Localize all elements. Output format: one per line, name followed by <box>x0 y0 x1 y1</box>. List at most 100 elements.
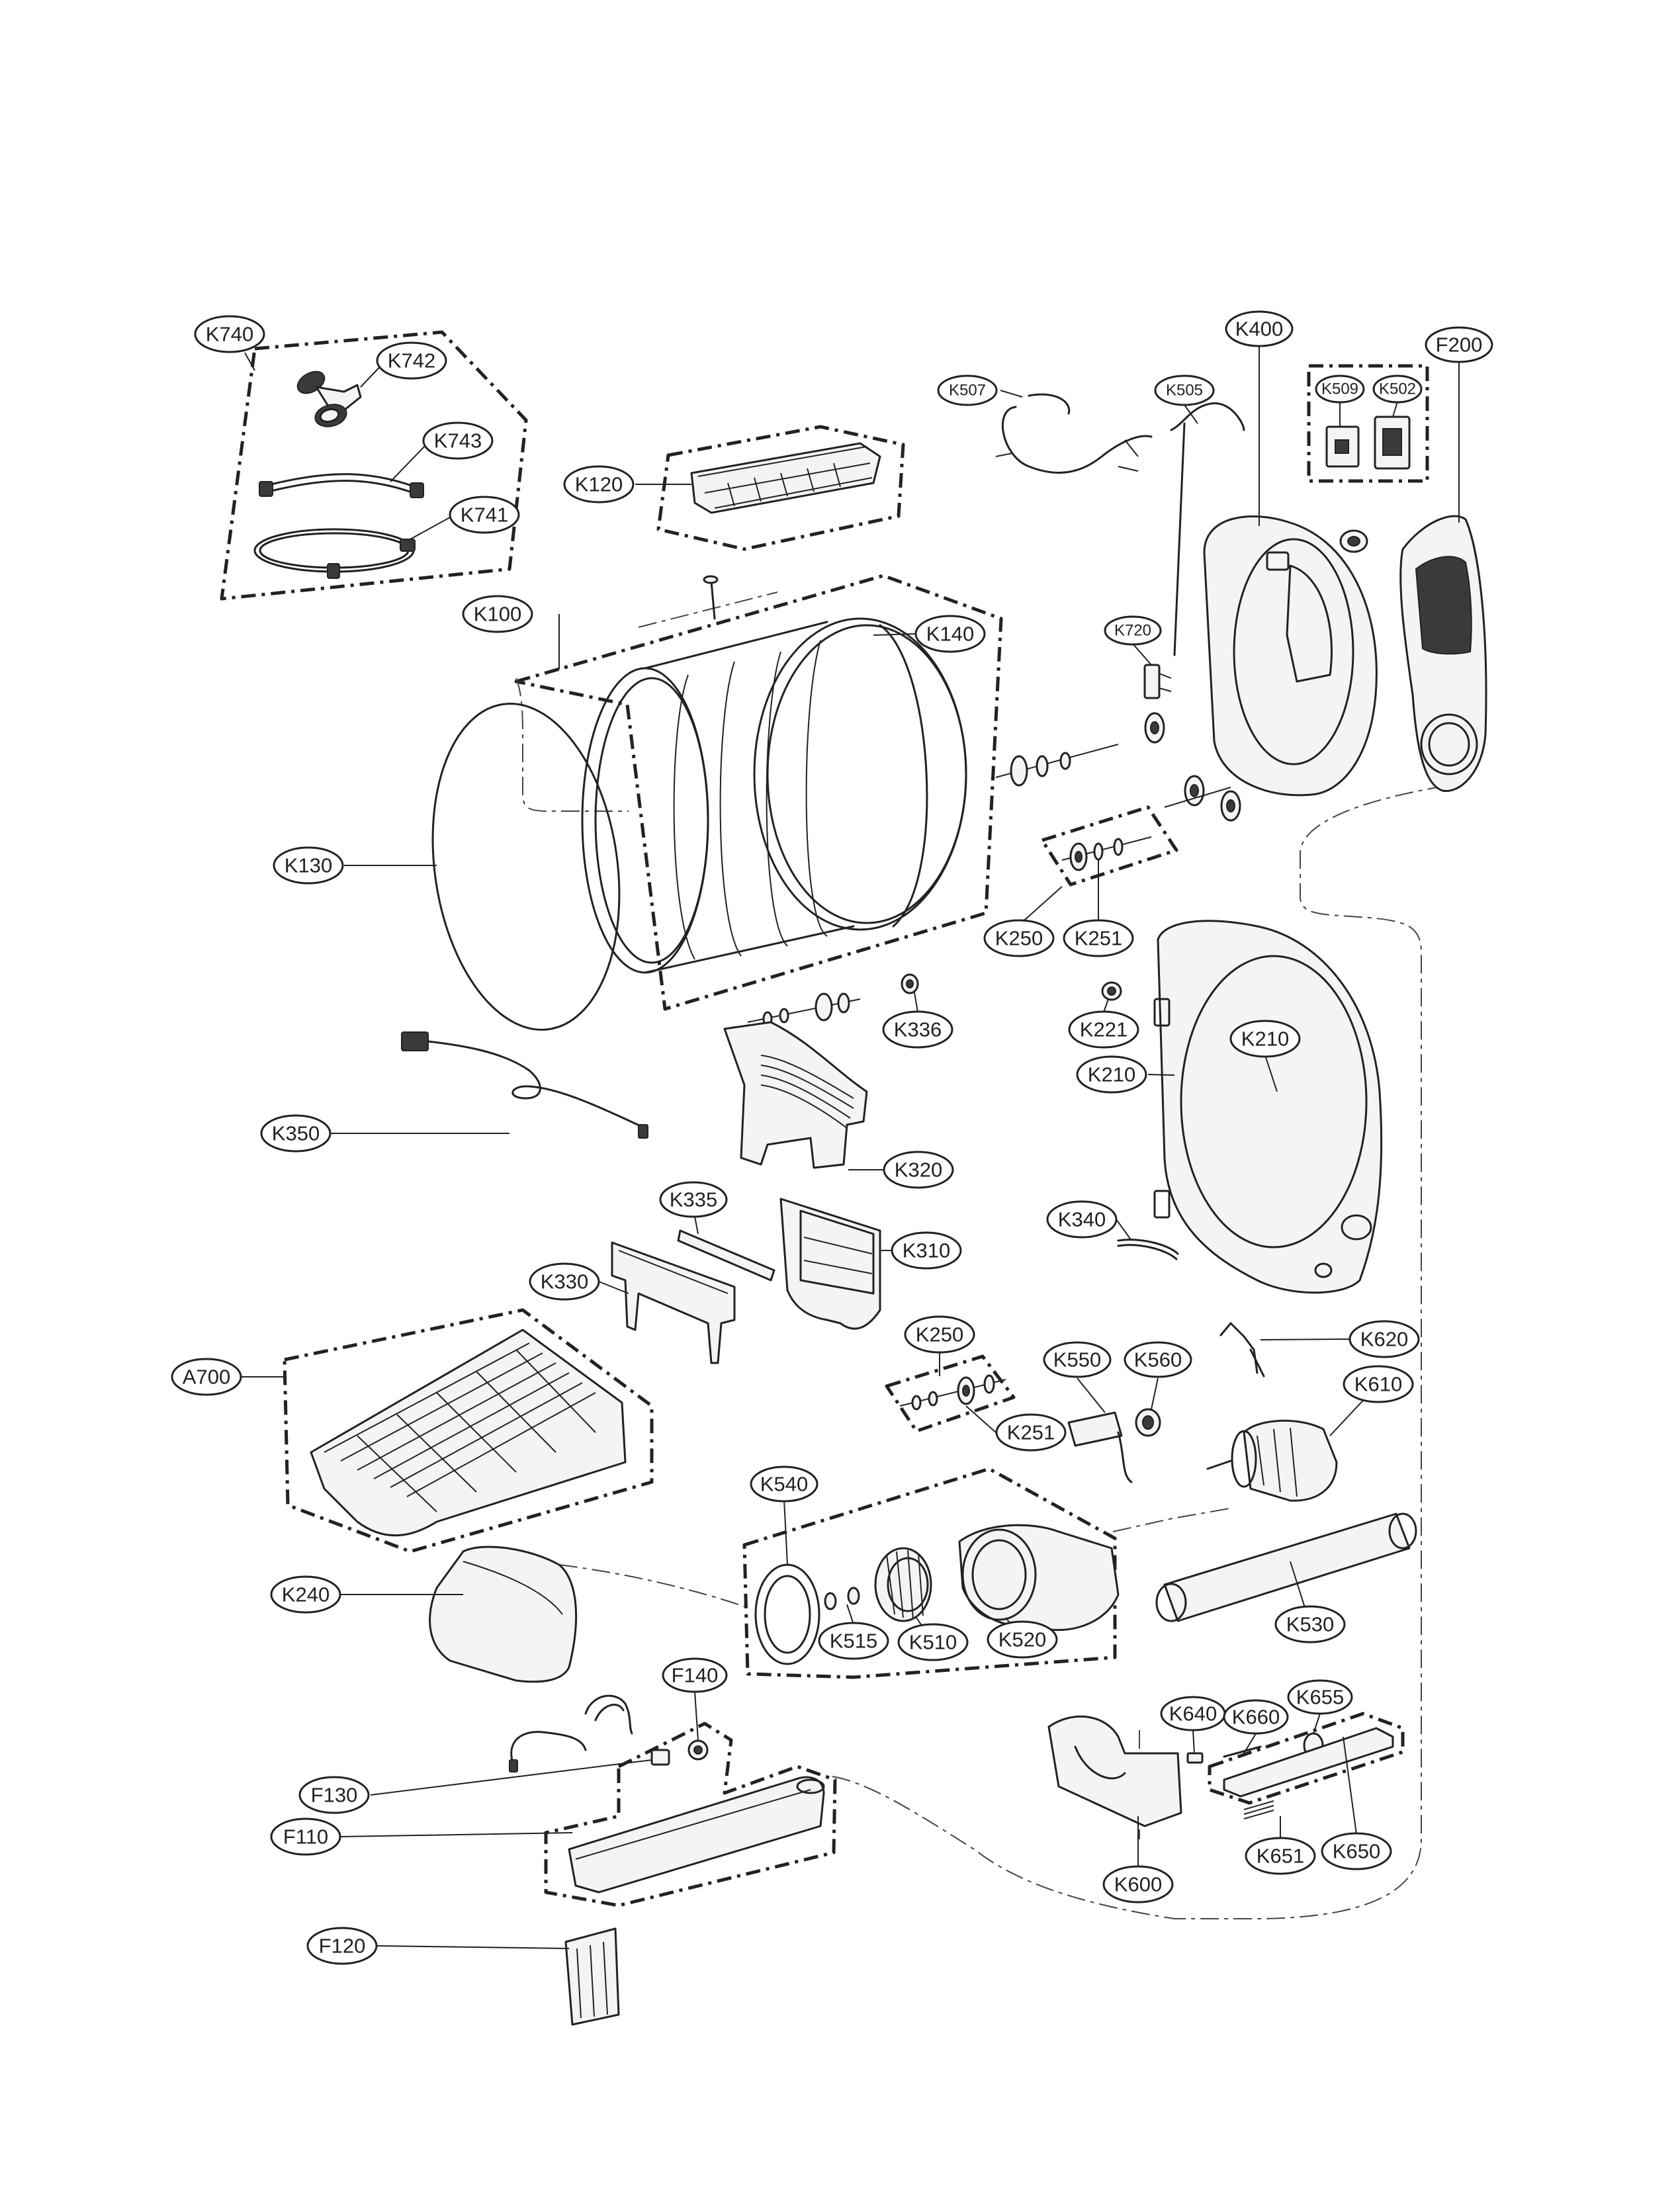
callout-k640: K640 <box>1160 1696 1226 1731</box>
f110-heater-housing-part <box>568 1776 825 1894</box>
svg-text:F120: F120 <box>319 1935 366 1958</box>
svg-text:K530: K530 <box>1286 1613 1334 1636</box>
callout-k550: K550 <box>1043 1341 1112 1378</box>
leader-f140 <box>694 1691 699 1741</box>
f140-thermostat-part <box>650 1739 709 1766</box>
leader-k720 <box>1132 643 1152 666</box>
k743-short-hose-part <box>259 473 424 498</box>
k600-motor-bracket-part <box>1047 1715 1182 1827</box>
svg-text:K660: K660 <box>1232 1706 1280 1729</box>
callout-k330: K330 <box>529 1262 600 1301</box>
callout-k655: K655 <box>1287 1679 1353 1715</box>
drum-rollers-upper-part <box>995 712 1241 822</box>
k509-k502-group-outline <box>1307 364 1429 483</box>
svg-text:F130: F130 <box>311 1784 358 1807</box>
svg-text:K520: K520 <box>998 1628 1046 1651</box>
svg-text:A700: A700 <box>183 1366 230 1389</box>
callout-k250a: K250 <box>983 919 1055 957</box>
callout-k610: K610 <box>1343 1365 1414 1403</box>
k502-board-part <box>1374 416 1411 470</box>
leader-k655 <box>1313 1713 1321 1734</box>
callout-k520: K520 <box>987 1620 1058 1659</box>
svg-text:K310: K310 <box>903 1239 950 1262</box>
callout-a700: A700 <box>171 1358 242 1396</box>
leader-k340 <box>1116 1219 1132 1241</box>
svg-text:K335: K335 <box>670 1188 717 1211</box>
svg-text:F110: F110 <box>283 1825 328 1849</box>
k130-gasket-part <box>431 703 621 1031</box>
callout-k505: K505 <box>1154 374 1215 406</box>
svg-text:K510: K510 <box>909 1631 957 1654</box>
k507-harness-part <box>995 393 1153 474</box>
callout-k130: K130 <box>273 846 344 885</box>
callout-k651: K651 <box>1245 1837 1316 1875</box>
svg-text:K741: K741 <box>461 503 508 527</box>
svg-text:K340: K340 <box>1058 1208 1106 1231</box>
callout-k251b: K251 <box>995 1413 1067 1452</box>
k335-strip-part <box>677 1229 775 1282</box>
svg-text:F140: F140 <box>672 1664 719 1687</box>
k651-element-part <box>1243 1800 1274 1819</box>
k610-motor-routing-line <box>1112 1508 1230 1532</box>
a700-rack-part <box>310 1329 627 1537</box>
svg-text:K720: K720 <box>1114 622 1151 640</box>
callout-k251a: K251 <box>1063 919 1134 957</box>
callout-k540: K540 <box>750 1466 818 1503</box>
callout-k100: K100 <box>462 595 533 633</box>
callout-k120: K120 <box>563 465 635 503</box>
k742-y-connector-part <box>296 371 362 427</box>
callout-k620: K620 <box>1348 1320 1420 1358</box>
svg-text:K640: K640 <box>1169 1702 1217 1726</box>
svg-text:F200: F200 <box>1436 333 1483 357</box>
k741-long-hose-part <box>253 528 416 579</box>
k400-bulkhead-part <box>1203 515 1378 797</box>
svg-text:K210: K210 <box>1241 1028 1289 1051</box>
callout-k335: K335 <box>659 1181 728 1218</box>
leader-f120 <box>376 1945 570 1949</box>
main-routing-line <box>1174 785 1446 1920</box>
svg-text:K600: K600 <box>1114 1873 1162 1896</box>
svg-text:K610: K610 <box>1354 1373 1402 1396</box>
callout-k502: K502 <box>1372 374 1423 404</box>
k340-wire-part <box>1117 1239 1179 1260</box>
hose-kit-group-outline <box>220 330 528 601</box>
svg-text:K350: K350 <box>272 1122 320 1145</box>
k530-duct-part <box>1155 1512 1417 1622</box>
svg-text:K100: K100 <box>474 603 521 626</box>
svg-text:K251: K251 <box>1007 1421 1055 1444</box>
k320-grille-part <box>723 1021 868 1169</box>
callout-k250b: K250 <box>904 1315 975 1354</box>
k505-tube-part <box>1170 402 1245 656</box>
leader-k640 <box>1192 1729 1195 1754</box>
callout-k509: K509 <box>1315 374 1365 404</box>
k210-front-bulkhead-part <box>1153 920 1383 1294</box>
k400-bearing-part <box>1339 529 1368 553</box>
k120-baffle-part <box>690 442 881 514</box>
leader-k221 <box>1103 998 1109 1013</box>
svg-text:K400: K400 <box>1235 318 1283 341</box>
leader-k507 <box>1000 390 1023 398</box>
k140-alignment-line <box>638 591 778 628</box>
svg-text:K140: K140 <box>926 623 974 646</box>
leader-k660 <box>1243 1733 1257 1754</box>
f120-heater-element-part <box>564 1927 620 2026</box>
k100-bracket-line <box>515 678 629 812</box>
svg-text:K507: K507 <box>949 382 986 400</box>
svg-text:K540: K540 <box>760 1473 808 1496</box>
svg-text:K210: K210 <box>1088 1063 1135 1086</box>
svg-text:K742: K742 <box>388 349 435 372</box>
callout-k660: K660 <box>1223 1699 1289 1735</box>
drum-screw-part <box>703 575 719 620</box>
k140-ring-part <box>879 624 928 928</box>
svg-text:K250: K250 <box>916 1323 963 1346</box>
k240-duct-line <box>558 1564 745 1607</box>
callout-k650: K650 <box>1321 1832 1392 1870</box>
k515-washer-part <box>824 1587 860 1610</box>
callout-k400: K400 <box>1225 310 1294 347</box>
svg-text:K330: K330 <box>541 1270 588 1293</box>
k100-drum-part <box>581 617 967 974</box>
k509-board-part <box>1325 425 1360 468</box>
callout-k140: K140 <box>914 615 986 653</box>
k350-wire-part <box>401 1031 648 1139</box>
